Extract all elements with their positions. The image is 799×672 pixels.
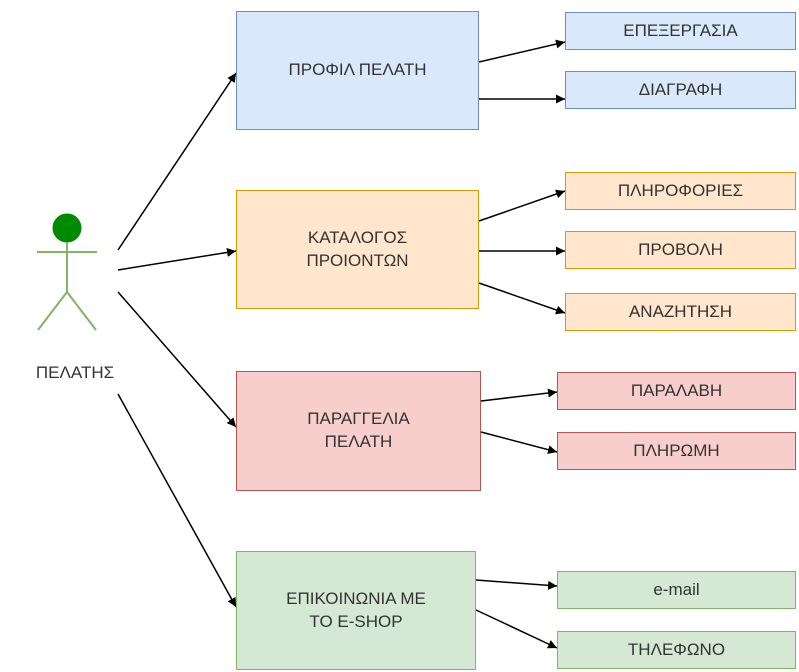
catalog-item-search: ΑΝΑΖΗΤΗΣΗ — [565, 293, 796, 331]
edge-catalog-search — [478, 282, 566, 315]
actor-label: ΠΕΛΑΤΗΣ — [35, 363, 115, 382]
profile-item-edit: ΕΠΕΞΕΡΓΑΣΙΑ — [565, 12, 796, 50]
contact-item-phone: ΤΗΛΕΦΩΝΟ — [557, 631, 796, 669]
contact-box: ΕΠΙΚΟΙΝΩΝΙΑ ΜΕ ΤΟ E-SHOP — [236, 551, 476, 670]
catalog-box: ΚΑΤΑΛΟΓΟΣ ΠΡΟΙΟΝΤΩΝ — [236, 190, 479, 309]
actor-left-leg — [37, 291, 68, 331]
order-item-receive: ΠΑΡΑΛΑΒΗ — [557, 372, 796, 410]
edge-order-receive — [480, 388, 558, 402]
edge-profile-edit — [478, 39, 566, 63]
edge-contact-phone — [475, 609, 558, 649]
order-box: ΠΑΡΑΓΓΕΛΙΑ ΠΕΛΑΤΗ — [236, 371, 481, 491]
edge-actor-catalog — [117, 247, 237, 271]
edge-actor-contact — [117, 393, 237, 608]
actor-right-leg — [66, 291, 97, 331]
edge-actor-profile — [117, 72, 237, 251]
profile-item-delete: ΔΙΑΓΡΑΦΗ — [565, 71, 796, 109]
actor-head — [52, 213, 82, 243]
contact-item-email: e-mail — [557, 571, 796, 609]
edge-catalog-info — [478, 189, 566, 222]
edge-order-payment — [480, 431, 558, 455]
catalog-item-view: ΠΡΟΒΟΛΗ — [565, 231, 796, 269]
actor-figure — [37, 213, 97, 331]
order-item-payment: ΠΛΗΡΩΜΗ — [557, 432, 796, 470]
profile-box: ΠΡΟΦΙΛ ΠΕΛΑΤΗ — [236, 11, 479, 130]
edge-actor-order — [117, 291, 237, 428]
edge-contact-email — [475, 579, 558, 590]
catalog-item-info: ΠΛΗΡΟΦΟΡΙΕΣ — [565, 172, 796, 210]
